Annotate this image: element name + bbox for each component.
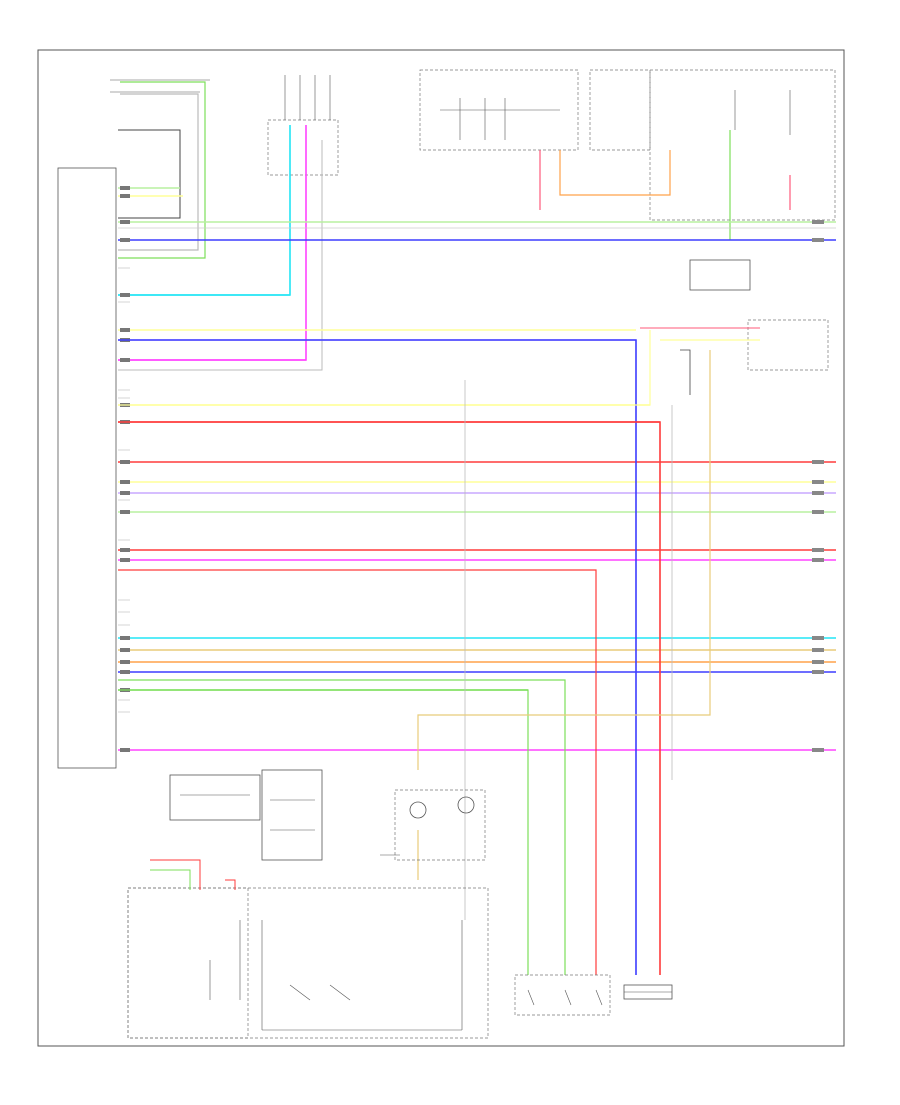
terminal-marker (812, 636, 824, 640)
pin-marker (120, 558, 130, 562)
terminal-marker (812, 480, 824, 484)
pin-marker (120, 460, 130, 464)
diagram-frame (37, 49, 845, 1047)
terminal-marker (812, 491, 824, 495)
center-bottom-actuator (380, 789, 486, 861)
right-terminals (812, 220, 824, 752)
terminal-marker (812, 548, 824, 552)
pin-marker (120, 328, 130, 332)
terminal-marker (812, 220, 824, 224)
pin-marker (120, 670, 130, 674)
terminal-marker (812, 238, 824, 242)
pin-marker (120, 548, 130, 552)
pin-marker (120, 186, 130, 190)
terminal-marker (812, 558, 824, 562)
top-right-components (419, 69, 836, 291)
top-left-connector (110, 79, 210, 259)
pin-marker (120, 748, 130, 752)
pin-marker (120, 636, 130, 640)
pin-marker (120, 480, 130, 484)
terminal-marker (812, 460, 824, 464)
wire-harness (118, 186, 836, 752)
pin-marker (120, 648, 130, 652)
pin-marker (120, 491, 130, 495)
bottom-left-switches (169, 769, 323, 861)
terminal-marker (812, 510, 824, 514)
terminal-marker (812, 660, 824, 664)
pin-marker (120, 293, 130, 297)
pin-marker (120, 194, 130, 198)
terminal-marker (812, 670, 824, 674)
pin-marker (120, 510, 130, 514)
pin-marker (120, 220, 130, 224)
bottom-right-sensors (514, 974, 673, 1016)
right-relay (640, 319, 829, 395)
control-module-box (57, 167, 117, 769)
pin-marker (120, 238, 130, 242)
vertical-drops (118, 330, 711, 975)
terminal-marker (812, 648, 824, 652)
terminal-marker (812, 748, 824, 752)
bottom-assembly (127, 859, 489, 1039)
pin-marker (120, 358, 130, 362)
pin-marker (120, 660, 130, 664)
